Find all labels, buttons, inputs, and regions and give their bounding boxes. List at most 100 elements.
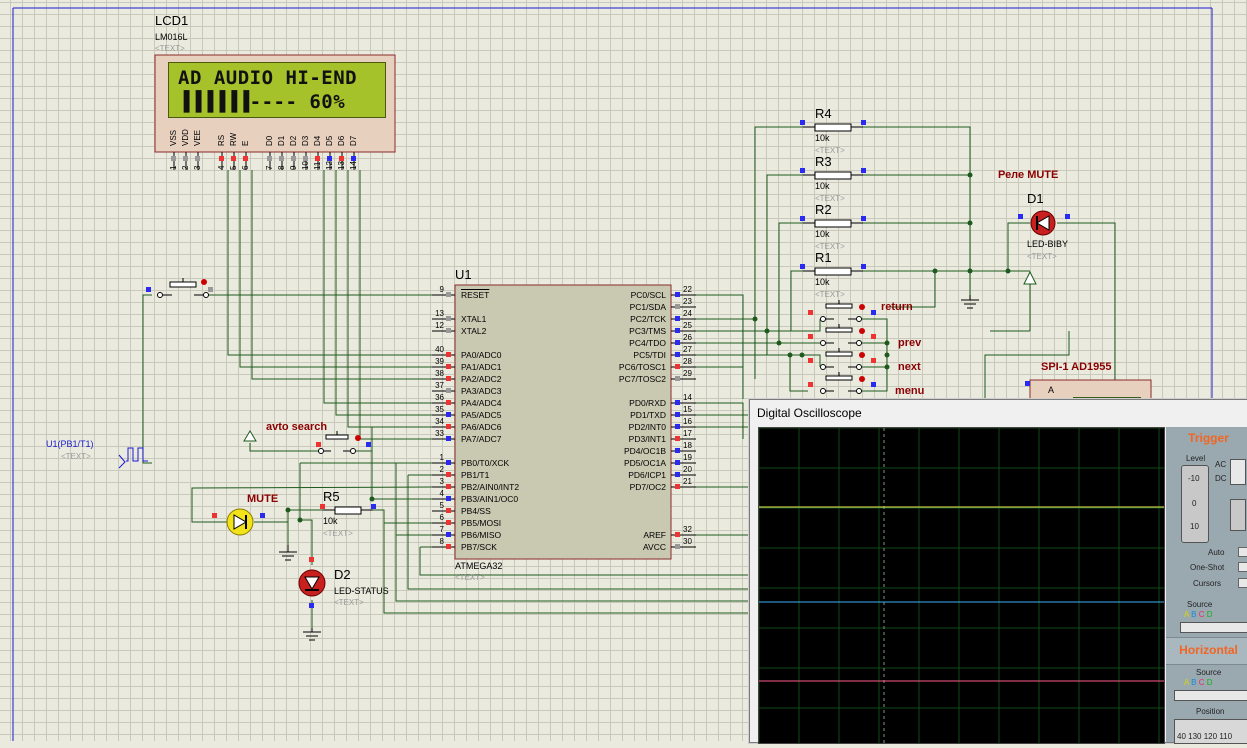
mcu-pin-number: 24 [683,309,692,318]
r2-body[interactable] [814,219,852,228]
trigger-heading: Trigger [1188,431,1229,445]
scope-grid [758,427,1164,743]
d1-text-tag: <TEXT> [1027,252,1057,261]
r4-ref[interactable]: R4 [815,106,832,121]
trigger-section: Trigger [1169,431,1247,445]
channel-b[interactable]: B [1191,610,1197,619]
oneshot-label: One-Shot [1190,563,1225,572]
lcd-pin-name: D0 [265,135,274,146]
mcu-ref[interactable]: U1 [455,267,472,282]
net-avto-search: avto search [266,421,328,433]
mcu-pin-name: PD3/INT1 [628,434,666,444]
mcu-pin-name: PD1/TXD [630,410,666,420]
trigger-channel-list: A B C D [1184,610,1213,619]
mcu-pin-name: PC5/TDI [633,350,666,360]
channel-c[interactable]: C [1198,610,1205,619]
return-switch[interactable] [820,300,862,322]
mcu-pin-number: 4 [439,489,444,498]
lcd-line-2: ▐▐▐▐▐▐---- 60% [178,91,346,113]
channel-d[interactable]: D [1206,610,1213,619]
horizontal-source-slider[interactable] [1174,690,1247,701]
mcu-pin-number: 30 [683,537,692,546]
mcu-pin-number: 36 [435,393,444,402]
d1-led[interactable] [1030,210,1056,236]
r3-body[interactable] [814,171,852,180]
lcd-pin-number: 14 [349,161,358,170]
level-wheel[interactable]: -10 0 10 [1181,465,1209,543]
mcu-pin-name: PD6/ICP1 [628,470,666,480]
lcd-pin-name: D2 [289,135,298,146]
h-channel-b[interactable]: B [1191,678,1197,687]
lcd-pin-name: D4 [313,135,322,146]
reset-switch[interactable] [157,278,209,298]
lcd-pin-number: 3 [193,165,202,170]
prev-switch[interactable] [820,324,862,346]
ac-dc-toggle[interactable] [1230,459,1246,485]
mcu-pin-number: 9 [439,285,444,294]
channel-a[interactable]: A [1184,610,1189,619]
avto-search-switch[interactable] [318,431,356,454]
generator-label[interactable]: U1(PB1/T1) [46,439,94,449]
mcu-pin-number: 32 [683,525,692,534]
dc-label: DC [1215,474,1227,483]
lcd-pin-name: D1 [277,135,286,146]
lcd-pin-number: 7 [265,165,274,170]
mcu-pin-name: PC6/TOSC1 [618,362,666,372]
lcd-pin-number: 1 [169,165,178,170]
trigger-edge-switch[interactable] [1230,499,1246,531]
d1-ref[interactable]: D1 [1027,191,1044,206]
mcu-pin-name: PC0/SCL [630,290,666,300]
mcu-pin-name: PB6/MISO [461,530,502,540]
mcu-pin-number: 6 [439,513,444,522]
r3-value: 10k [815,181,830,191]
lcd-ref[interactable]: LCD1 [155,13,189,28]
r2-ref[interactable]: R2 [815,202,832,217]
lcd-pin-name: VDD [181,129,190,146]
lcd-display: AD AUDIO HI-END ▐▐▐▐▐▐---- 60% [168,62,386,118]
mcu-pin-number: 12 [435,321,444,330]
h-channel-c[interactable]: C [1198,678,1205,687]
lcd-pin-name: D5 [325,135,334,146]
trigger-source-label: Source [1187,600,1213,609]
r1-ref[interactable]: R1 [815,250,832,265]
lcd-pin-number: 8 [277,165,286,170]
mcu-pin-number: 13 [435,309,444,318]
mcu-pin-number: 28 [683,357,692,366]
h-channel-d[interactable]: D [1206,678,1213,687]
mcu-pin-name: PB7/SCK [461,542,497,552]
mcu-pin-name: PB1/T1 [461,470,490,480]
r1-body[interactable] [814,267,852,276]
lcd-model: LM016L [155,32,188,42]
mcu-pin-number: 40 [435,345,444,354]
r4-body[interactable] [814,123,852,132]
net-spi: SPI-1 AD1955 [1041,361,1112,373]
mcu-pin-number: 3 [439,477,444,486]
mcu-pin-number: 14 [683,393,692,402]
r3-ref[interactable]: R3 [815,154,832,169]
oneshot-button[interactable] [1238,562,1247,572]
position-dial[interactable]: 40 130 120 110 [1174,719,1247,744]
pulse-generator[interactable] [118,447,148,469]
oscilloscope-window[interactable]: Digital Oscilloscope Trigger Level -10 0… [749,399,1247,744]
d2-ref[interactable]: D2 [334,567,351,582]
mcu-pin-name: PC2/TCK [630,314,666,324]
cursors-button[interactable] [1238,578,1247,588]
d2-led[interactable] [298,569,326,597]
next-switch[interactable] [820,348,862,370]
mcu-pin-number: 37 [435,381,444,390]
lcd-pin-name: E [241,140,250,146]
menu-switch[interactable] [820,372,862,394]
r2-text-tag: <TEXT> [815,242,845,251]
mcu-model: ATMEGA32 [455,561,503,571]
h-channel-a[interactable]: A [1184,678,1189,687]
mcu-pin-name: PD4/OC1B [623,446,666,456]
trigger-source-slider[interactable] [1180,622,1247,633]
auto-button[interactable] [1238,547,1247,557]
mute-led[interactable] [226,508,254,536]
r2-value: 10k [815,229,830,239]
r5-ref[interactable]: R5 [323,489,340,504]
mcu-pin-number: 29 [683,369,692,378]
mcu-pin-number: 8 [439,537,444,546]
r5-body[interactable] [334,506,362,515]
d1-model: LED-BIBY [1027,239,1069,249]
